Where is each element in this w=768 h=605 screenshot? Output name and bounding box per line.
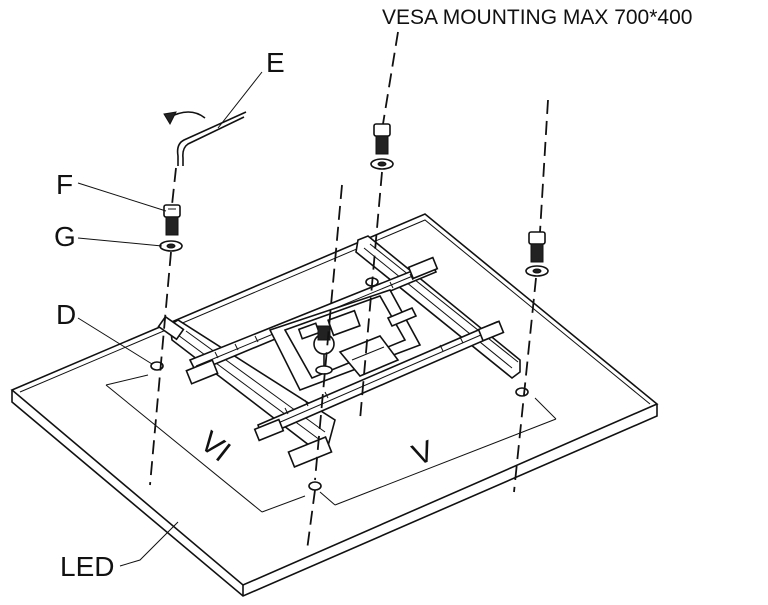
screw-right — [525, 231, 549, 277]
diagram-title: VESA MOUNTING MAX 700*400 — [382, 6, 692, 29]
label-g: G — [54, 221, 76, 252]
hex-key-e — [163, 111, 247, 166]
label-led: LED — [60, 551, 114, 582]
washer-g — [159, 240, 183, 252]
label-e: E — [266, 47, 285, 78]
leader-lines — [77, 71, 263, 567]
screw-top — [370, 123, 394, 170]
label-d: D — [56, 299, 76, 330]
mounting-bracket — [157, 235, 521, 468]
label-f: F — [56, 169, 73, 200]
screw-f — [163, 204, 181, 236]
guide-lines — [149, 31, 549, 551]
